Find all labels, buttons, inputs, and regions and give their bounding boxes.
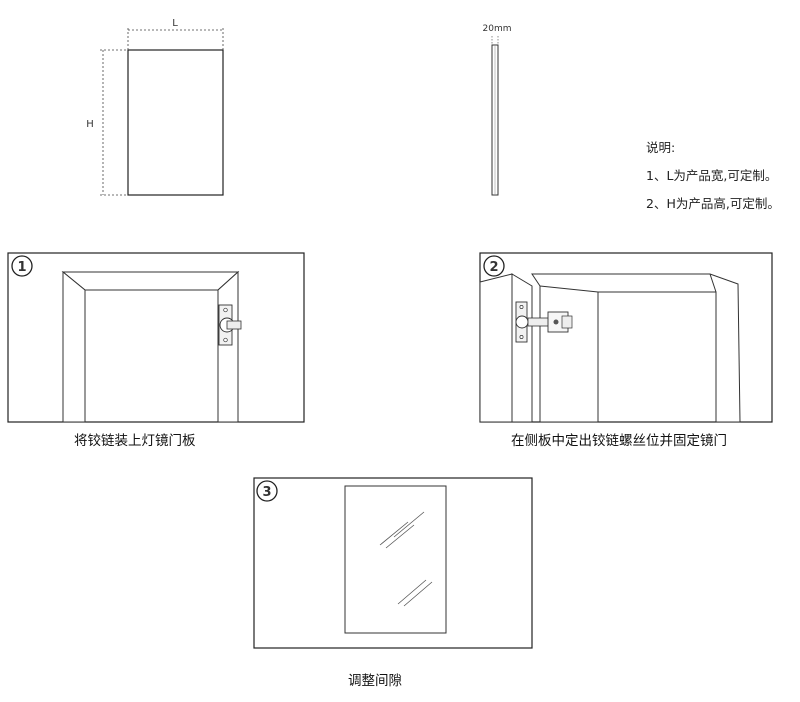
notes-panel: 说明: 1、L为产品宽,可定制。 2、H为产品高,可定制。 [646,134,780,218]
height-label: H [86,119,94,130]
notes-title: 说明: [646,140,676,155]
panel-front-view: L H [86,18,224,196]
step-3-caption: 调整间隙 [348,673,402,689]
step-1-caption: 将铰链装上灯镜门板 [74,433,196,449]
note-item-2: 2、H为产品高,可定制。 [646,196,780,211]
step-3-number: 3 [262,485,271,500]
thickness-label: 20mm [483,24,512,34]
step-3-illustration: 3 [253,477,533,649]
step-1-number: 1 [17,260,26,275]
width-label: L [172,18,178,29]
panel-side-view: 20mm [483,24,512,196]
step-2-number: 2 [489,260,498,275]
step-2-illustration: 2 [479,252,773,423]
step-1-illustration: 1 [7,252,305,423]
note-item-1: 1、L为产品宽,可定制。 [646,168,778,183]
step-2-caption: 在侧板中定出铰链螺丝位并固定镜门 [511,433,727,449]
